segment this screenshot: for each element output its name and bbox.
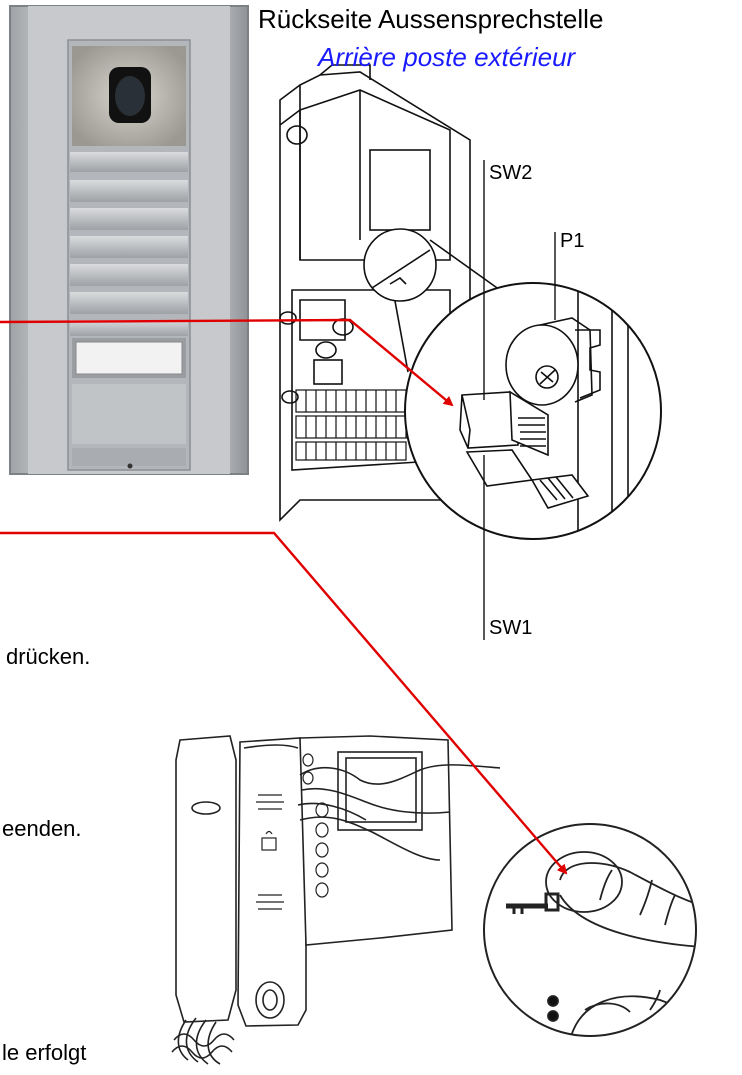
magnified-button-circle [483,823,697,1037]
text-fragment-press: drücken. [6,644,91,669]
text-fragment-end: eenden. [2,816,82,841]
label-sw2: SW2 [489,162,533,184]
indoor-station-drawing [171,735,501,1065]
title-rear-outdoor-station-fr: Arrière poste extérieur [318,42,576,72]
arrow-to-unlock-button [0,531,568,875]
label-leader-lines [483,160,556,640]
red-arrows [0,318,568,875]
outdoor-station-panel [9,5,249,475]
speaker-slats [70,152,188,336]
label-sw1: SW1 [489,617,533,639]
title-rear-outdoor-station-de: Rückseite Aussensprechstelle [258,4,604,34]
magnified-detail-circle [404,282,662,540]
label-p1: P1 [560,230,585,252]
camera-window [72,46,186,146]
arrow-to-sw2 [0,318,454,407]
text-fragment-done: le erfolgt [2,1040,87,1065]
name-plate [75,341,183,375]
